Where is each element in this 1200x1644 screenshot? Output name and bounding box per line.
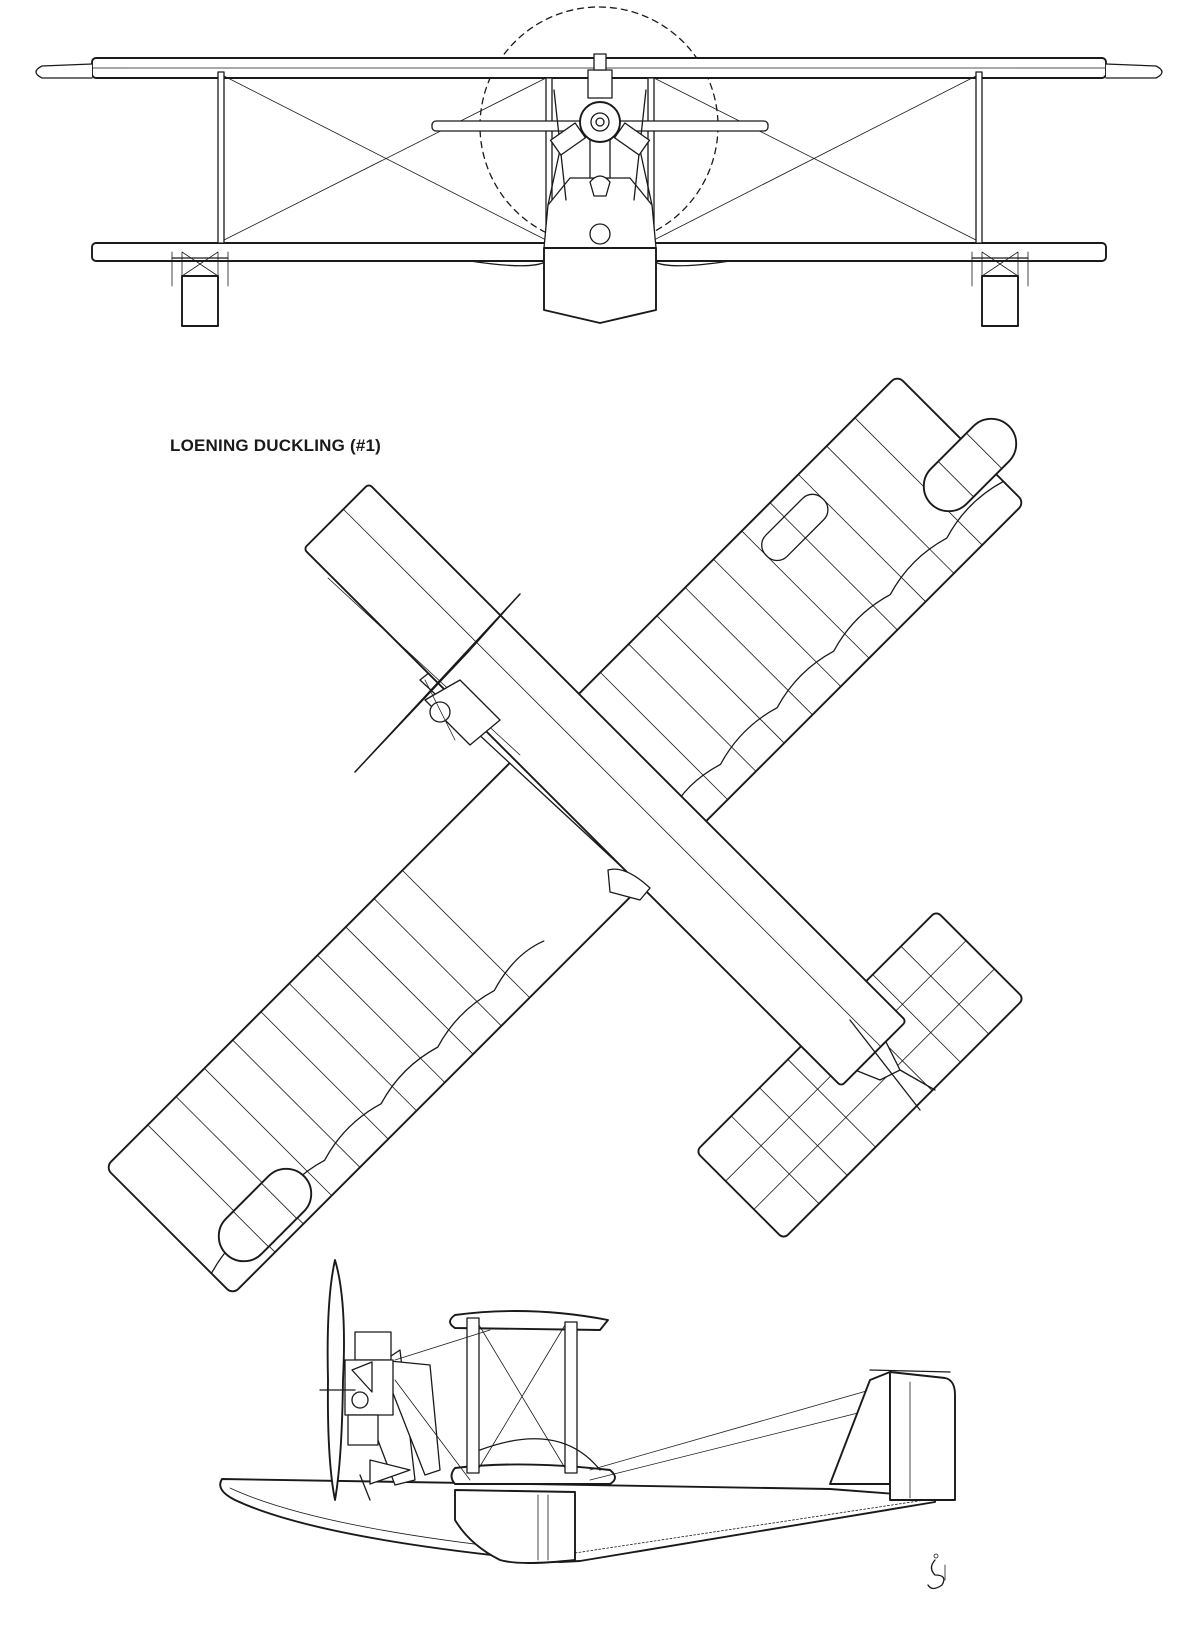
cockpit-top — [607, 868, 651, 901]
wingtip-floats-front — [171, 251, 1029, 327]
fin-rudder-side — [829, 1369, 956, 1501]
radial-engine-front — [549, 53, 651, 197]
hull-side — [219, 1478, 936, 1563]
hull-step-side — [454, 1489, 576, 1564]
top-view — [107, 377, 1023, 1293]
engine-side — [344, 1331, 411, 1501]
bracing-wires — [223, 75, 977, 241]
propeller-side — [319, 1259, 356, 1501]
front-view — [35, 6, 1163, 327]
drawing-title: LOENING DUCKLING (#1) — [170, 436, 382, 455]
main-wing-top — [107, 377, 1023, 1293]
artist-signature — [927, 1553, 946, 1590]
side-view — [219, 1259, 956, 1590]
interplane-struts — [217, 71, 983, 244]
upper-wing-top — [304, 484, 906, 1086]
interplane-struts-side — [466, 1317, 578, 1474]
hull-front — [543, 89, 657, 324]
engine-propeller-top — [327, 577, 521, 773]
rudder-top — [849, 1019, 921, 1111]
wingtip-floats-top — [217, 417, 1018, 1263]
